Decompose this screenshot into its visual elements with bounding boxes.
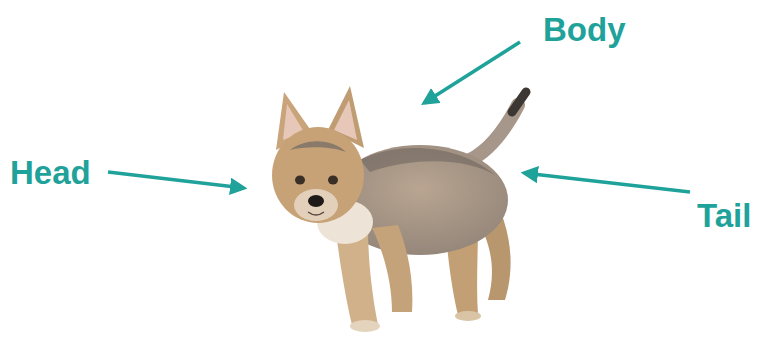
leader-arrow [524, 173, 690, 192]
nose [308, 195, 324, 207]
paw [455, 311, 481, 321]
leader-arrows [108, 42, 690, 192]
head-shape [272, 127, 364, 223]
forehead-fur [290, 141, 346, 152]
part-label: Body [543, 12, 626, 48]
leader-arrow [108, 172, 244, 188]
eye [328, 176, 338, 185]
paw [350, 320, 380, 332]
tail-tip [512, 92, 526, 112]
mouth [308, 212, 324, 215]
part-label: Head [10, 155, 91, 191]
muzzle [294, 189, 338, 221]
part-label: Tail [697, 198, 751, 234]
back-fur [360, 148, 495, 175]
leader-arrow [424, 42, 520, 103]
front-leg [372, 225, 412, 312]
eye [295, 176, 305, 185]
